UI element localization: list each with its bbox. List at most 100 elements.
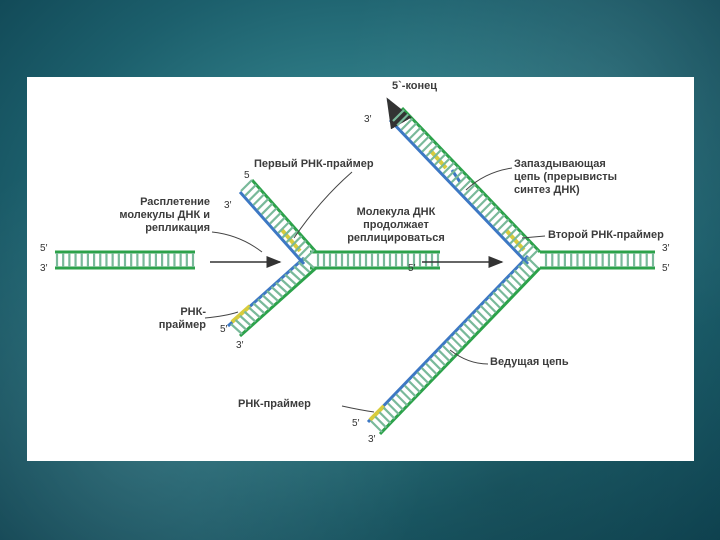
base-pair-rung [391,398,404,411]
base-pair-rung [505,227,518,240]
end-3-top: 3′ [364,114,372,125]
base-pair-rung [370,420,383,433]
base-pair-rung [522,260,535,274]
base-pair-rung [437,349,451,362]
base-pair-rung [442,161,456,175]
base-pair-rung [297,261,311,273]
base-pair-rung [269,211,282,225]
base-pair-rung [484,205,497,219]
base-pair-rung [234,319,248,331]
end-5-left: 5′ [40,243,48,254]
base-pair-rung [281,225,295,239]
base-pair-rung [450,336,463,349]
label-second-rna-primer: Второй РНК-праймер [548,229,664,241]
base-pair-rung [265,207,278,220]
base-pair-rung [509,231,523,245]
base-pair-rung [396,113,409,127]
end-5-right: 5′ [662,263,670,274]
base-pair-rung [395,393,409,407]
base-pair-rung [256,197,270,211]
base-pair-rung [434,152,447,166]
base-pair-rung [244,183,257,197]
label-5-end: 5`-конец [392,80,438,92]
base-pair-rung [417,135,430,149]
base-pair-rung [266,290,279,302]
base-pair-rung [261,294,275,306]
label-lagging-strand: Запаздывающая цепь (прерывисты синтез ДН… [514,158,618,196]
base-pair-rung [302,257,315,269]
base-pair-rung [492,214,506,227]
base-pair-rung [429,358,442,371]
base-pair-rung [248,306,261,319]
base-pair-rung [462,322,476,336]
label-continues: Молекула ДНК продолжает реплицироваться [347,206,445,244]
base-pair-rung [243,310,257,323]
base-pair-rung [293,265,306,278]
base-pair-rung [496,287,510,300]
fork-2-lagging-arm [386,97,542,266]
base-pair-rung [298,244,311,258]
label-unwinding: Расплетение молекулы ДНК и репликация [119,196,210,234]
base-pair-rung [471,192,485,205]
base-pair-rung [374,415,387,429]
base-pair-rung [488,209,502,223]
base-pair-rung [480,201,493,214]
base-pair-rung [467,187,481,201]
base-pair-rung [455,174,468,188]
base-pair-rung [408,380,421,393]
end-3-bottom: 3′ [368,434,376,445]
base-pair-rung [277,221,290,234]
base-pair-rung [273,216,286,230]
base-pair-rung [446,166,460,179]
base-pair-rung [387,402,400,416]
end-5-bottom: 5′ [352,418,360,429]
base-pair-rung [239,314,252,327]
end-3-right: 3′ [662,243,670,254]
base-pair-rung [420,367,434,380]
fork-1-upper-arm [238,179,318,265]
base-pair-rung [517,240,531,254]
base-pair-rung [500,282,514,296]
base-pair-rung [467,318,480,331]
base-pair-rung [438,157,451,170]
base-pair-rung [293,239,307,253]
replication-fork-1 [226,179,440,338]
replication-fork-2 [366,97,655,436]
base-pair-rung [275,281,288,294]
base-pair-rung [492,291,506,305]
base-pair-rung [496,218,510,232]
base-pair-rung [284,273,297,286]
base-pair-rung [522,244,535,258]
end-3-fork1-lower: 3′ [236,340,244,351]
label-leaders [204,167,546,413]
base-pair-rung [458,327,472,340]
base-pair-rung [412,375,425,389]
fork-1-lower-arm [226,256,318,338]
base-pair-rung [382,406,396,420]
base-pair-rung [471,313,484,327]
base-pair-rung [289,235,303,248]
base-pair-rung [475,309,489,322]
label-rna-primer-left: РНК- праймер [158,306,206,331]
base-pair-rung [279,277,293,290]
end-3-left: 3′ [40,263,48,274]
base-pair-rung [484,300,497,314]
base-pair-rung [425,144,439,157]
base-pair-rung [270,286,284,298]
base-pair-rung [257,298,270,311]
base-pair-rung [252,302,266,315]
fork-2-leading-arm [366,254,542,436]
end-5-fork1-right: 5′ [408,263,416,274]
base-pair-rung [260,202,274,216]
base-pair-rung [441,344,455,358]
base-pair-rung [501,222,514,236]
base-pair-rung [285,230,299,244]
base-pair-rung [425,362,438,376]
end-3-fork1-upper: 3′ [224,200,232,211]
base-pair-rung [404,122,418,135]
base-pair-rung [413,131,426,144]
label-leading-strand: Ведущая цепь [490,356,569,368]
end-5-fork1: 5 [244,170,250,181]
base-pair-rung [450,170,464,184]
